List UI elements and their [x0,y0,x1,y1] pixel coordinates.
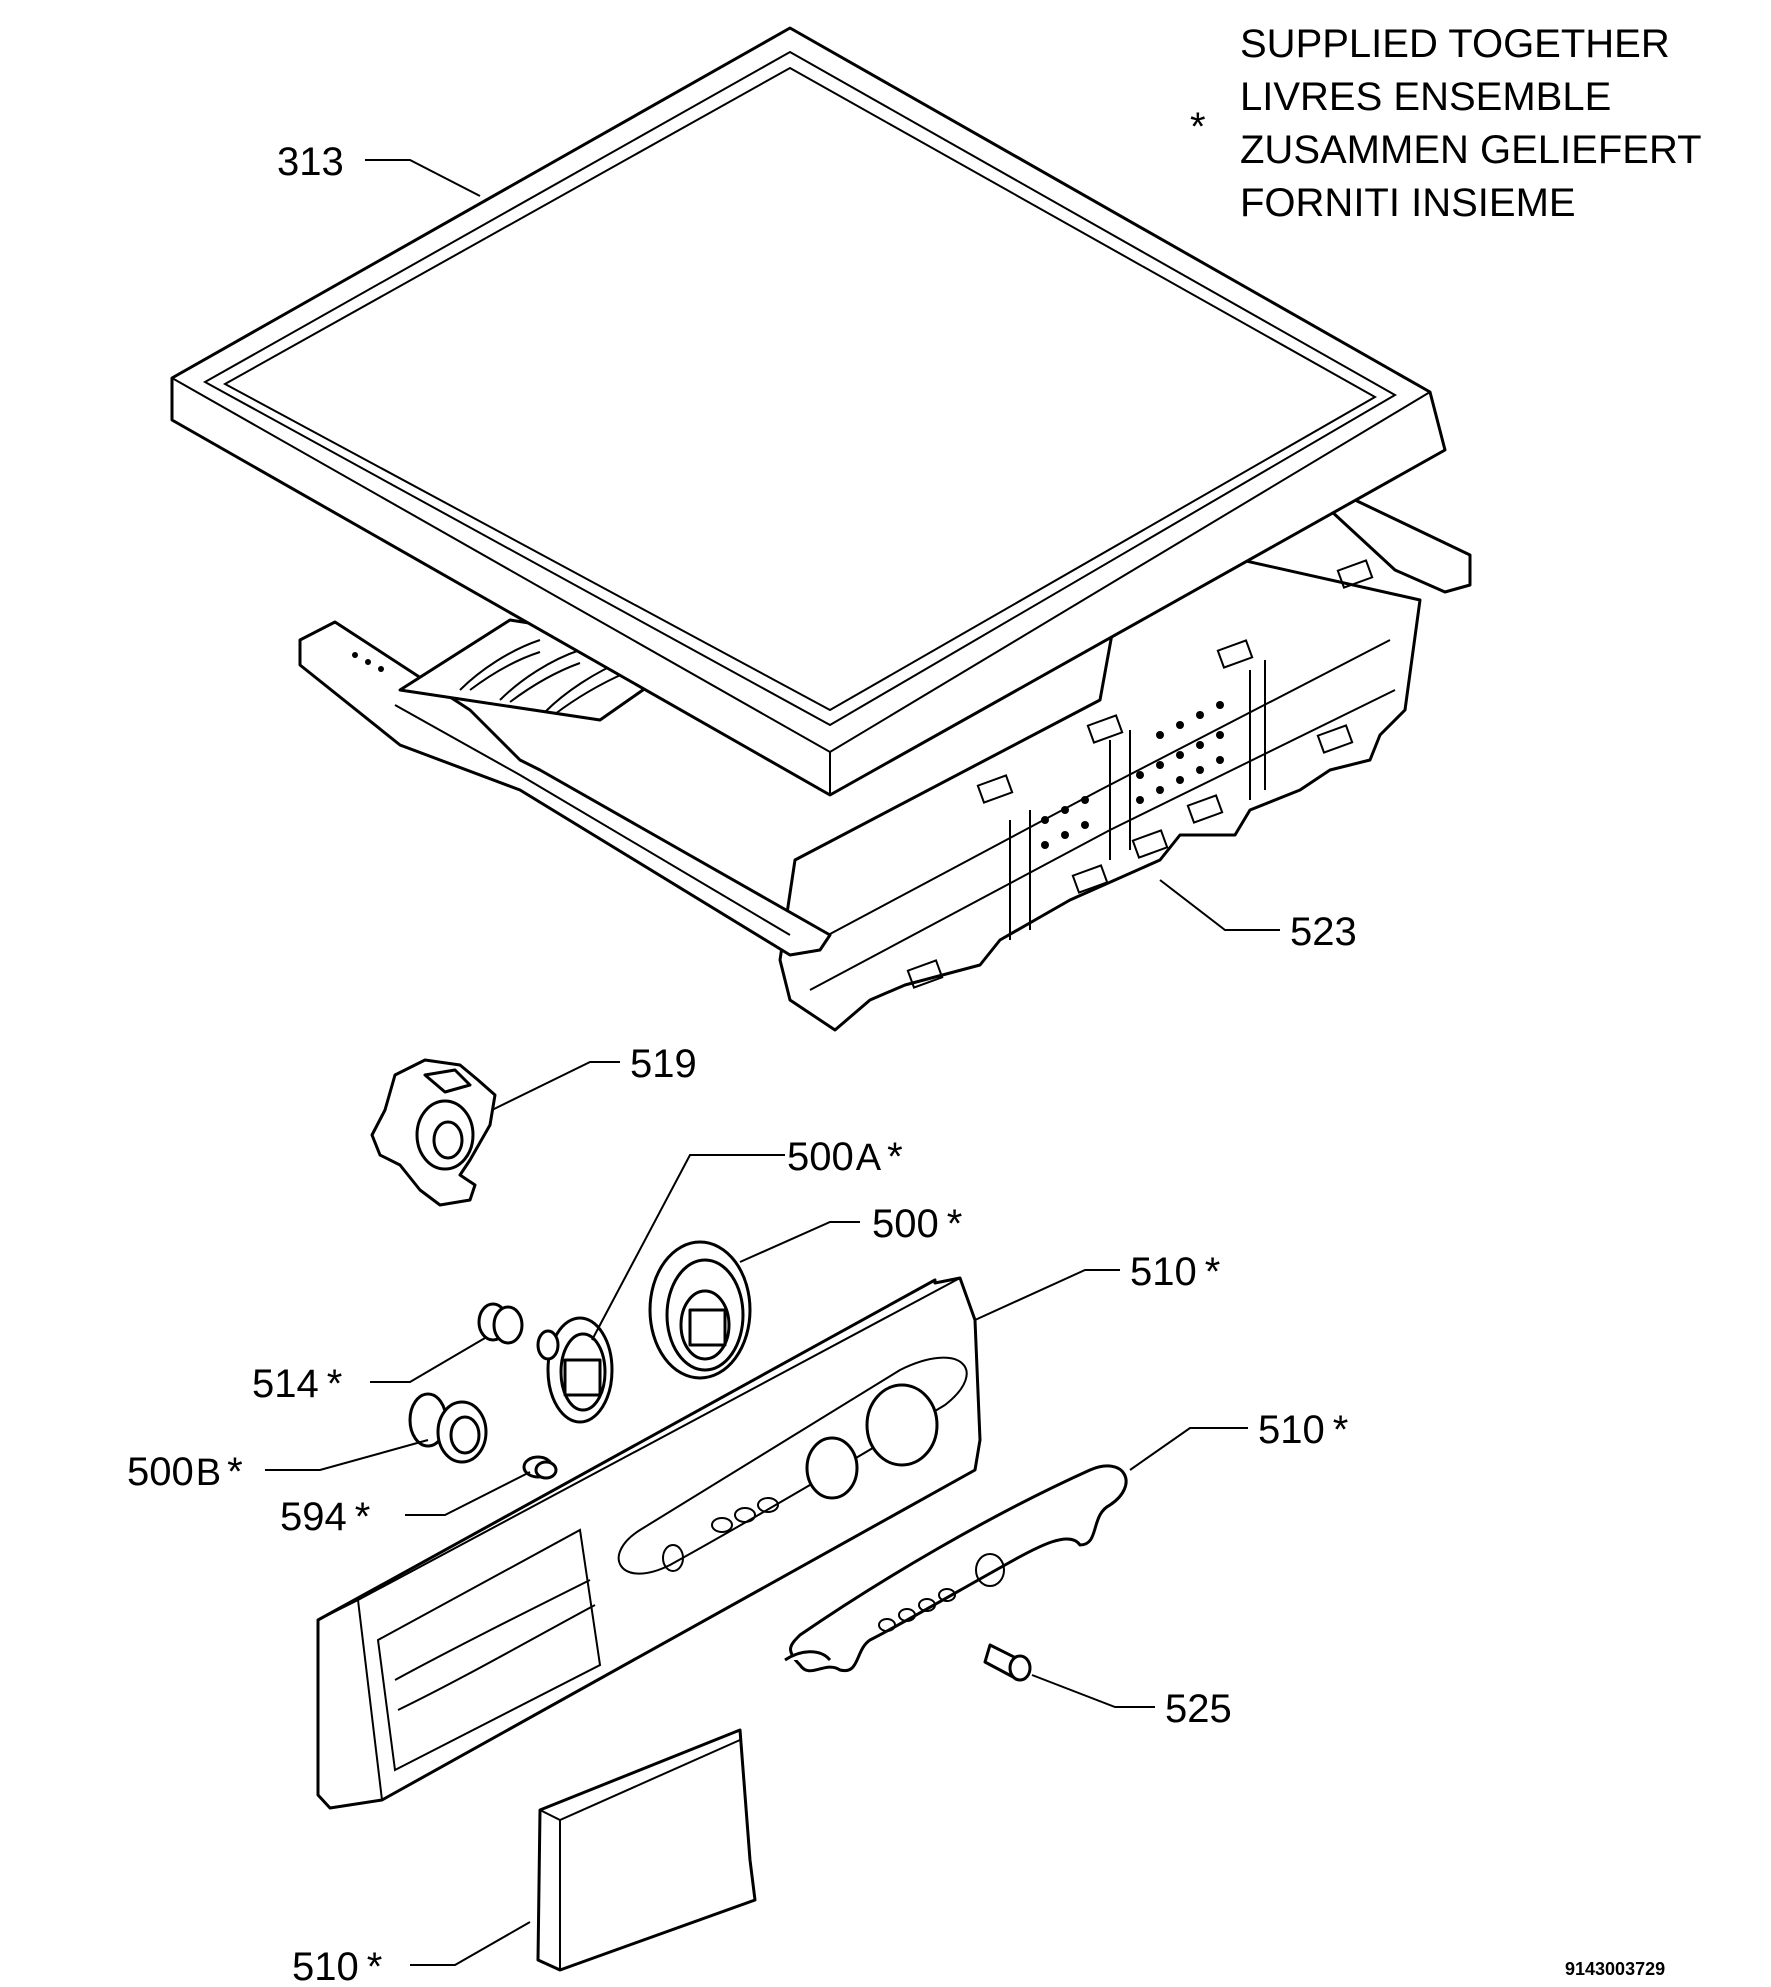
callout-500: 500* [872,1202,962,1246]
callout-510-panel-number: 510 [1130,1250,1197,1294]
callout-500b: 500B* [127,1450,243,1494]
push-rod-part-525 [983,1643,1032,1682]
callout-500a-number: 500 [787,1135,854,1179]
callout-514: 514* [252,1362,342,1406]
knob-part-500 [648,1240,752,1380]
callout-500b-mark: * [227,1450,243,1494]
legend-line-de: ZUSAMMEN GELIEFERT [1240,128,1702,172]
leader-519 [491,1061,620,1111]
button-part-500b [408,1392,488,1464]
control-panel-part-510 [316,1276,982,1810]
drawer-handle-part-510 [536,1728,757,1972]
knob-part-500a [536,1316,614,1424]
legend-line-fr: LIVRES ENSEMBLE [1240,75,1611,119]
light-pipe-part-594 [522,1455,558,1480]
leader-523 [1159,879,1280,931]
callout-500-mark: * [947,1202,963,1246]
leader-lines [265,159,1280,1966]
callout-510-insert-mark: * [1333,1408,1349,1452]
vent-holes [1041,701,1224,849]
callout-labels: 313 523 519 500A* 500* 510* 514* 500B* 5… [127,140,1357,1987]
leader-313 [365,159,481,197]
callout-510-insert-number: 510 [1258,1408,1325,1452]
leader-510-panel [974,1269,1120,1321]
callout-500a: 500A* [787,1135,903,1179]
legend-asterisk: * [1190,105,1206,149]
leader-500 [739,1221,860,1263]
callout-525: 525 [1165,1687,1232,1731]
callout-510-insert: 510* [1258,1408,1348,1452]
callout-510-handle: 510* [292,1945,382,1987]
callout-594-number: 594 [280,1495,347,1539]
lid-part-313 [170,26,1447,797]
callout-594-mark: * [355,1495,371,1539]
callout-500a-suffix: A [856,1137,882,1179]
callout-313: 313 [277,140,344,184]
leader-594 [405,1471,531,1516]
callout-523: 523 [1290,910,1357,954]
callout-594: 594* [280,1495,370,1539]
leader-500b [265,1439,429,1471]
cam-part-519 [370,1058,497,1207]
callout-519: 519 [630,1042,697,1086]
panel-insert-part-510 [784,1464,1128,1673]
leader-510-handle [410,1921,531,1966]
small-knob-part-514 [477,1302,524,1345]
drawing-code: 9143003729 [1565,1959,1665,1979]
callout-500b-suffix: B [196,1452,221,1494]
leader-514 [370,1337,486,1383]
callout-514-number: 514 [252,1362,319,1406]
callout-510-panel-mark: * [1205,1250,1221,1294]
callout-510-handle-mark: * [367,1945,383,1987]
legend-line-en: SUPPLIED TOGETHER [1240,22,1670,66]
legend-line-it: FORNITI INSIEME [1240,181,1576,225]
callout-500-number: 500 [872,1202,939,1246]
legend: * SUPPLIED TOGETHER LIVRES ENSEMBLE ZUSA… [1190,22,1702,225]
callout-500b-number: 500 [127,1450,194,1494]
callout-510-panel: 510* [1130,1250,1220,1294]
callout-510-handle-number: 510 [292,1945,359,1987]
callout-514-mark: * [327,1362,343,1406]
callout-500a-mark: * [887,1135,903,1179]
leader-525 [1031,1674,1155,1708]
leader-500a [591,1154,785,1341]
leader-510-insert [1129,1427,1248,1471]
